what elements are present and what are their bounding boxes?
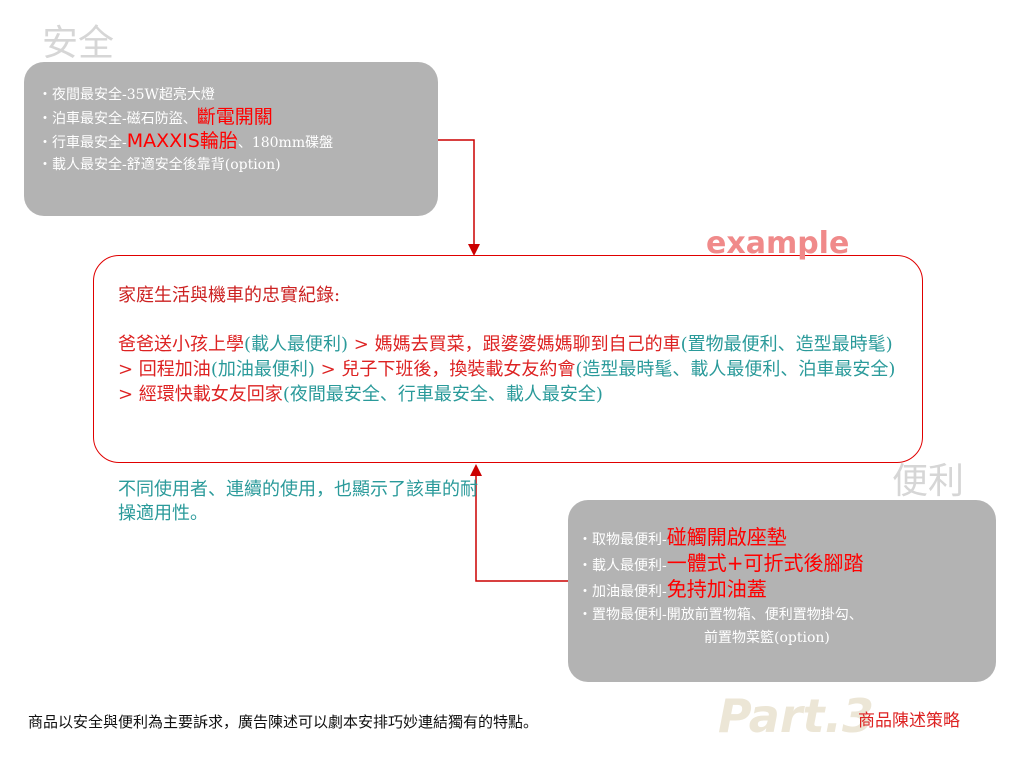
story-segment: > 兒子下班後，換裝載女友約會 <box>320 359 576 380</box>
convenience-highlight: 免持加油蓋 <box>666 577 767 601</box>
convenience-heading: 便利 <box>892 461 965 502</box>
story-segment: (置物最便利、造型最時髦) <box>680 334 893 355</box>
story-frame <box>93 255 923 463</box>
safety-item: ・泊車最安全-磁石防盜、斷電開關 <box>38 106 273 128</box>
story-segment: (加油最便利) <box>210 359 321 380</box>
story-segment: (造型最時髦、載人最便利、泊車最安全) <box>575 359 896 380</box>
arrow-convenience-to-story <box>470 464 568 582</box>
story-text: 爸爸送小孩上學(載人最便利) > 媽媽去買菜，跟婆婆媽媽聊到自己的車(置物最便利… <box>118 332 908 407</box>
safety-heading: 安全 <box>42 23 115 64</box>
story-segment: 爸爸送小孩上學 <box>118 334 244 355</box>
example-label: example <box>706 226 850 261</box>
durability-note: 不同使用者、連續的使用，也顯示了該車的耐操適用性。 <box>118 479 478 524</box>
convenience-highlight: 一體式+可折式後腳踏 <box>666 551 864 575</box>
part-label: Part.3 <box>718 689 874 743</box>
story-segment: (載人最便利) <box>244 334 354 355</box>
story-segment: > 回程加油 <box>118 359 211 380</box>
convenience-item: ・加油最便利-免持加油蓋 <box>578 577 767 601</box>
section-title: 商品陳述策略 <box>858 711 960 731</box>
story-segment: > 媽媽去買菜，跟婆婆媽媽聊到自己的車 <box>353 334 681 355</box>
safety-highlight: 斷電開關 <box>196 106 273 128</box>
safety-item: ・行車最安全-MAXXIS輪胎、180mm碟盤 <box>38 130 334 152</box>
story-title: 家庭生活與機車的忠實紀錄: <box>118 285 341 306</box>
convenience-item: ・置物最便利-開放前置物箱、便利置物掛勾、 <box>578 607 863 623</box>
story-segment: > 經環快載女友回家 <box>118 384 283 405</box>
convenience-box: ・取物最便利-碰觸開啟座墊 ・載人最便利-一體式+可折式後腳踏 ・加油最便利-免… <box>568 500 996 682</box>
convenience-item-continuation: 前置物菜籃(option) <box>704 630 830 646</box>
footer-summary: 商品以安全與便利為主要訴求，廣告陳述可以劇本安排巧妙連結獨有的特點。 <box>28 713 539 731</box>
convenience-item: ・載人最便利-一體式+可折式後腳踏 <box>578 551 864 575</box>
safety-item: ・載人最安全-舒適安全後靠背(option) <box>38 157 281 173</box>
story-segment: (夜間最安全、行車最安全、載人最安全) <box>282 384 603 405</box>
convenience-highlight: 碰觸開啟座墊 <box>666 525 787 549</box>
safety-item: ・夜間最安全-35W超亮大燈 <box>38 87 215 103</box>
arrow-safety-to-story <box>438 139 480 256</box>
convenience-item: ・取物最便利-碰觸開啟座墊 <box>578 525 787 549</box>
safety-highlight: MAXXIS輪胎 <box>126 130 238 152</box>
safety-box: ・夜間最安全-35W超亮大燈 ・泊車最安全-磁石防盜、斷電開關 ・行車最安全-M… <box>24 62 438 216</box>
